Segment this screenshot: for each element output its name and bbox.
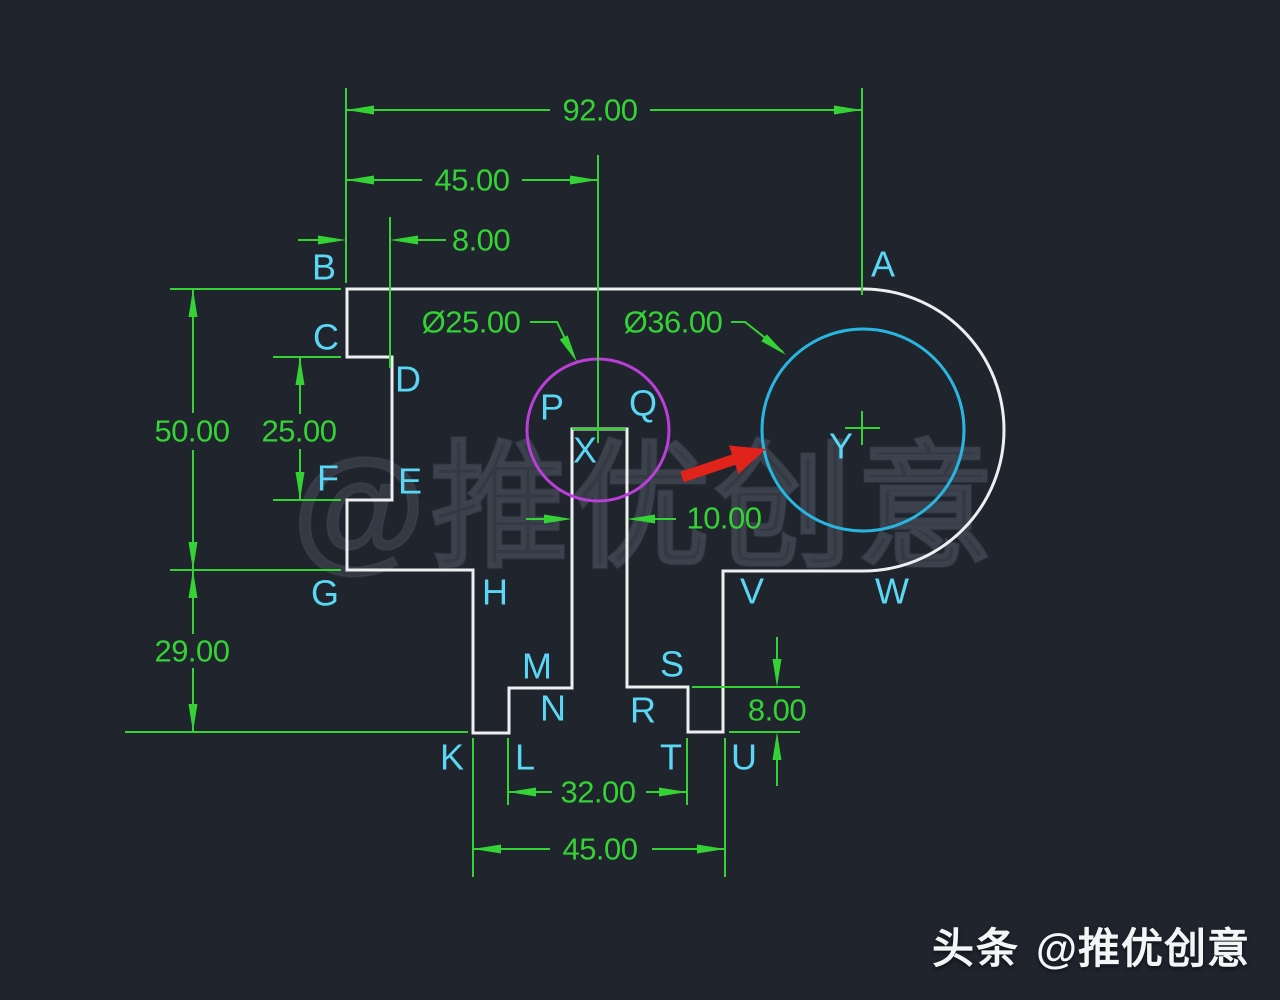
dim-upper-height: 50.00 bbox=[154, 288, 341, 571]
vertex-label-V: V bbox=[740, 571, 764, 612]
arrowhead bbox=[473, 844, 501, 854]
dim-lower-height: 29.00 bbox=[125, 570, 468, 733]
footer-handle: @推优创意 bbox=[1036, 925, 1250, 972]
dim-notch-depth: 8.00 bbox=[298, 217, 511, 368]
vertex-label-E: E bbox=[398, 461, 422, 502]
dim-slot-width-text: 10.00 bbox=[686, 501, 761, 536]
arrowhead bbox=[627, 514, 655, 524]
vertex-label-L: L bbox=[515, 737, 535, 778]
vertex-label-D: D bbox=[395, 359, 421, 400]
dim-total-width-text: 92.00 bbox=[562, 93, 637, 128]
arrowhead bbox=[295, 472, 305, 500]
large-circle bbox=[760, 327, 966, 533]
vertex-label-Y: Y bbox=[829, 426, 853, 467]
vertex-label-M: M bbox=[522, 646, 552, 687]
vertex-label-C: C bbox=[313, 317, 339, 358]
arrowhead bbox=[508, 787, 536, 797]
watermark-text: @推优创意 bbox=[292, 431, 999, 585]
leader-small-circle: Ø25.00 bbox=[422, 305, 577, 362]
arrowhead bbox=[188, 289, 198, 317]
arrowhead bbox=[761, 334, 786, 355]
dim-upper-height-text: 50.00 bbox=[154, 414, 229, 449]
vertex-label-X: X bbox=[573, 430, 597, 471]
arrowhead bbox=[188, 542, 198, 570]
arrowhead bbox=[697, 844, 725, 854]
arrowhead bbox=[559, 335, 577, 362]
dim-notch-depth-lines bbox=[298, 217, 446, 368]
vertex-labels: A B C D E F G H K L M N P Q R S T U V W … bbox=[311, 244, 909, 778]
dim-feet-outer: 45.00 bbox=[472, 738, 726, 877]
dim-slot-center: 45.00 bbox=[346, 155, 599, 443]
vertex-label-H: H bbox=[482, 572, 508, 613]
dim-slot-width: 10.00 bbox=[526, 501, 762, 536]
vertex-label-B: B bbox=[312, 247, 336, 288]
dim-step-height-lines bbox=[692, 637, 800, 786]
arrowhead bbox=[188, 570, 198, 598]
vertex-label-R: R bbox=[630, 690, 656, 731]
dim-large-circle-text: Ø36.00 bbox=[624, 305, 723, 340]
dim-feet-inner: 32.00 bbox=[507, 738, 688, 810]
arrowhead bbox=[772, 732, 782, 760]
vertex-label-W: W bbox=[875, 571, 909, 612]
dim-feet-outer-text: 45.00 bbox=[562, 832, 637, 867]
dim-step-height-text: 8.00 bbox=[748, 693, 807, 728]
vertex-label-N: N bbox=[540, 688, 566, 729]
red-pointer-arrow bbox=[680, 445, 766, 483]
arrowhead bbox=[544, 514, 572, 524]
dim-total-width: 92.00 bbox=[345, 88, 863, 295]
dim-notch-height-text: 25.00 bbox=[261, 414, 336, 449]
arrowhead bbox=[346, 175, 374, 185]
arrowhead bbox=[188, 704, 198, 732]
arrowhead bbox=[772, 659, 782, 687]
dim-feet-inner-text: 32.00 bbox=[560, 775, 635, 810]
vertex-label-K: K bbox=[440, 737, 464, 778]
arrowhead bbox=[834, 105, 862, 115]
dim-upper-height-lines bbox=[170, 288, 341, 571]
arrowhead bbox=[390, 235, 418, 245]
footer-brand: 头条 bbox=[932, 925, 1021, 972]
dim-feet-inner-lines bbox=[507, 738, 688, 805]
vertex-label-Q: Q bbox=[629, 383, 657, 424]
footer-credit: 头条 @推优创意 bbox=[932, 915, 1250, 976]
arrowhead bbox=[318, 235, 346, 245]
vertex-label-U: U bbox=[731, 737, 757, 778]
vertex-label-A: A bbox=[871, 244, 895, 285]
dim-notch-height-lines bbox=[273, 356, 341, 501]
vertex-label-S: S bbox=[660, 644, 684, 685]
arrowhead bbox=[570, 175, 598, 185]
arrowhead bbox=[659, 787, 687, 797]
dim-step-height: 8.00 bbox=[692, 637, 807, 786]
vertex-label-P: P bbox=[540, 387, 564, 428]
vertex-label-F: F bbox=[317, 458, 339, 499]
dim-feet-outer-lines bbox=[472, 738, 726, 877]
arrowhead bbox=[346, 105, 374, 115]
dim-small-circle-text: Ø25.00 bbox=[422, 305, 521, 340]
dim-lower-height-text: 29.00 bbox=[154, 634, 229, 669]
dim-slot-center-text: 45.00 bbox=[434, 163, 509, 198]
dim-total-width-lines bbox=[345, 88, 863, 295]
dim-notch-height: 25.00 bbox=[261, 356, 341, 501]
vertex-label-G: G bbox=[311, 573, 339, 614]
leader-large-circle: Ø36.00 bbox=[624, 305, 786, 355]
arrowhead bbox=[295, 357, 305, 385]
dim-notch-depth-text: 8.00 bbox=[452, 223, 511, 258]
vertex-label-T: T bbox=[660, 737, 682, 778]
